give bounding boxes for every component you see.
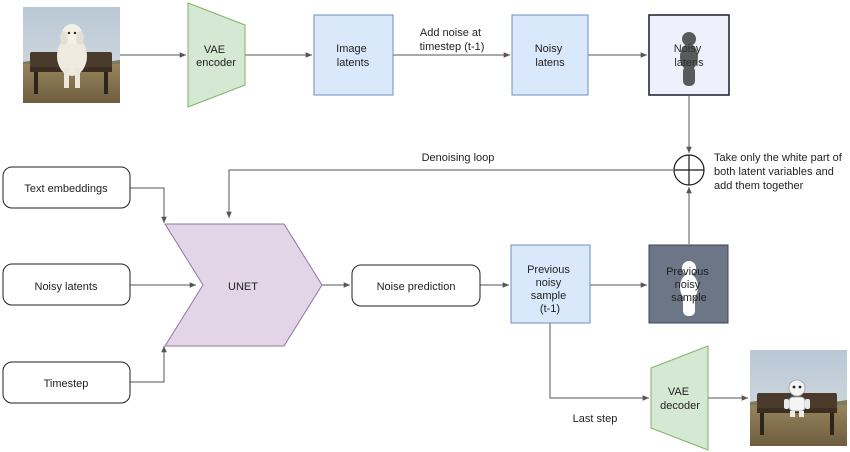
- vae-decoder: VAE decoder: [650, 345, 709, 451]
- add-noise-label: Add noise at timestep (t-1): [420, 27, 485, 53]
- combine-operator-icon: [673, 154, 705, 186]
- noisy-latens-label: Noisy latens: [535, 43, 566, 69]
- dog-silhouette-mask-icon: [680, 32, 698, 86]
- previous-noisy-sample-label: Previous noisy sample (t-1): [527, 264, 573, 315]
- unet-label: UNET: [228, 281, 258, 293]
- timestep-label: Timestep: [44, 378, 89, 390]
- noisy-latents-node: Noisy latents: [2, 263, 131, 306]
- vae-decoder-label: VAE decoder: [660, 386, 700, 412]
- vae-encoder: VAE encoder: [187, 2, 246, 108]
- unet-node: UNET: [164, 223, 323, 347]
- edge-denoising-loop: [226, 169, 673, 218]
- dog-silhouette-white-mask-icon: [680, 261, 698, 316]
- combine-note-label: Take only the white part of both latent …: [714, 152, 845, 192]
- timestep-node: Timestep: [2, 361, 131, 404]
- edge-timestep-to-unet: [130, 346, 167, 383]
- masked-noisy-latens-label: Noisy latens: [674, 43, 705, 69]
- edge-text-embeddings-to-unet: [130, 187, 167, 223]
- vae-encoder-label: VAE encoder: [196, 44, 236, 69]
- edge-last-step-to-decoder: [549, 323, 649, 401]
- input-photo: [23, 7, 120, 103]
- masked-previous-noisy-sample-label: Previous noisy sample: [666, 266, 712, 304]
- noisy-latens-node: Noisy latens: [511, 14, 589, 96]
- noisy-latents-label: Noisy latents: [35, 281, 98, 293]
- last-step-label: Last step: [573, 413, 618, 425]
- masked-noisy-latens-node: Noisy latens: [648, 14, 730, 96]
- edges: [120, 52, 748, 401]
- text-embeddings-node: Text embeddings: [2, 166, 131, 209]
- denoising-loop-label: Denoising loop: [422, 152, 495, 164]
- previous-noisy-sample-node: Previous noisy sample (t-1): [510, 244, 591, 324]
- text-embeddings-label: Text embeddings: [24, 183, 108, 195]
- masked-previous-noisy-sample-node: Previous noisy sample: [648, 244, 729, 324]
- image-latents-node: Image latents: [313, 14, 394, 96]
- image-latents-label: Image latents: [336, 43, 370, 69]
- noise-prediction-label: Noise prediction: [377, 281, 456, 293]
- output-photo: [750, 350, 847, 446]
- noise-prediction-node: Noise prediction: [351, 264, 481, 307]
